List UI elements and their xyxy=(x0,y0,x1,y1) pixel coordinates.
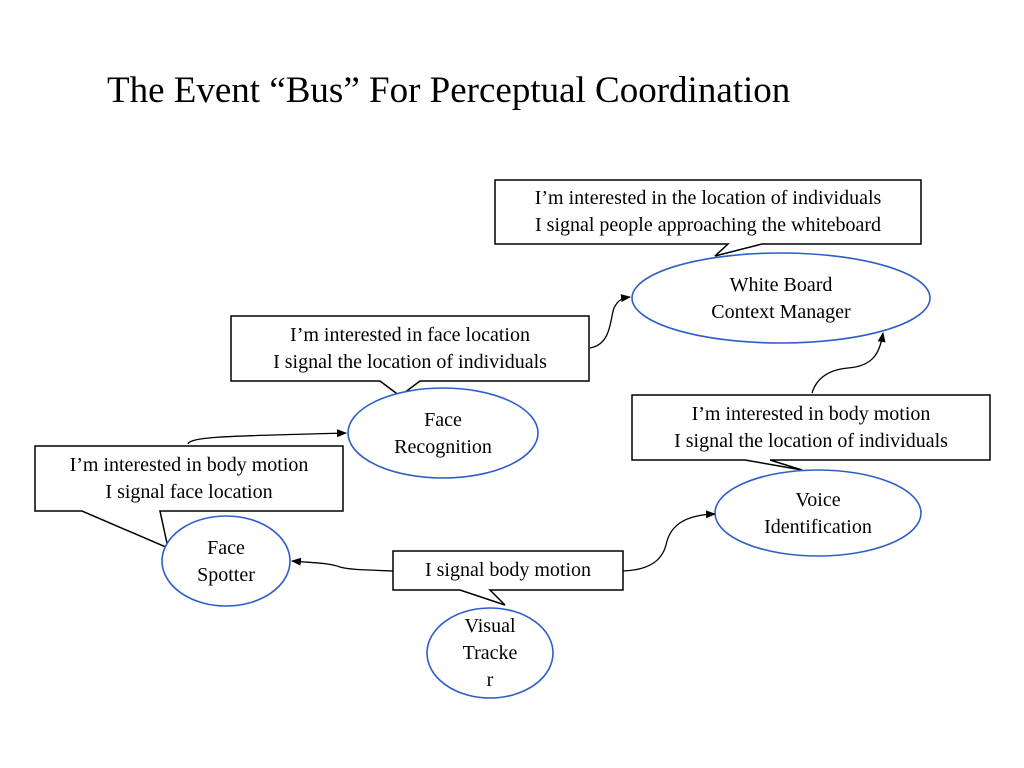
node-face-spotter-line2: Spotter xyxy=(197,564,255,586)
node-face-spotter xyxy=(161,515,291,607)
node-white-board-line2: Context Manager xyxy=(711,301,851,323)
node-face-recognition-line2: Recognition xyxy=(394,436,492,458)
callout-visual-tracker-text: I signal body motion xyxy=(393,557,623,584)
callout-face-recognition-text: I’m interested in face location I signal… xyxy=(231,322,589,376)
callout-white-board xyxy=(494,179,922,257)
node-face-recognition-line1: Face xyxy=(424,409,462,431)
callout-voice-identification xyxy=(631,394,991,471)
node-visual-tracker-line1: Visual xyxy=(464,615,516,637)
node-face-spotter-text: Face Spotter xyxy=(162,535,290,589)
callout-voice-identification-line1: I’m interested in body motion xyxy=(691,403,931,425)
node-visual-tracker-text: Visual Tracke r xyxy=(427,613,553,694)
arrow-face-recognition-to-white-board xyxy=(589,294,631,349)
node-face-recognition xyxy=(347,387,539,479)
callout-visual-tracker-line1: I signal body motion xyxy=(424,559,592,581)
arrow-voice-identification-to-white-board xyxy=(811,332,886,394)
callout-voice-identification-text: I’m interested in body motion I signal t… xyxy=(632,401,990,455)
callout-visual-tracker xyxy=(392,550,624,606)
callout-white-board-text: I’m interested in the location of indivi… xyxy=(495,185,921,239)
node-visual-tracker-line2: Tracke xyxy=(462,642,518,664)
arrow-face-spotter-to-face-recognition xyxy=(187,429,347,445)
callout-white-board-line2: I signal people approaching the whiteboa… xyxy=(535,214,881,236)
callout-face-spotter-line2: I signal face location xyxy=(105,481,273,503)
node-voice-identification-text: Voice Identification xyxy=(715,487,921,541)
node-white-board-line1: White Board xyxy=(729,274,833,296)
node-voice-identification-line2: Identification xyxy=(764,516,872,538)
node-face-recognition-text: Face Recognition xyxy=(348,407,538,461)
node-voice-identification-line1: Voice xyxy=(795,489,841,511)
arrow-visual-tracker-to-voice-identification xyxy=(622,510,716,572)
arrow-visual-tracker-to-face-spotter xyxy=(291,557,394,572)
callout-face-recognition-line2: I signal the location of individuals xyxy=(273,351,547,373)
callout-face-spotter-line1: I’m interested in body motion xyxy=(69,454,309,476)
callout-face-spotter xyxy=(34,445,344,550)
node-visual-tracker-line3: r xyxy=(486,669,494,691)
node-white-board-text: White Board Context Manager xyxy=(632,272,930,326)
callout-face-recognition-line1: I’m interested in face location xyxy=(290,324,530,346)
node-face-spotter-line1: Face xyxy=(207,537,245,559)
callout-face-spotter-text: I’m interested in body motion I signal f… xyxy=(35,452,343,506)
callout-white-board-line1: I’m interested in the location of indivi… xyxy=(534,187,882,209)
callout-voice-identification-line2: I signal the location of individuals xyxy=(674,430,948,452)
slide-title: The Event “Bus” For Perceptual Coordinat… xyxy=(107,70,791,111)
callout-face-recognition xyxy=(230,315,590,397)
node-white-board-context-manager xyxy=(631,252,931,344)
node-visual-tracker xyxy=(426,607,554,699)
